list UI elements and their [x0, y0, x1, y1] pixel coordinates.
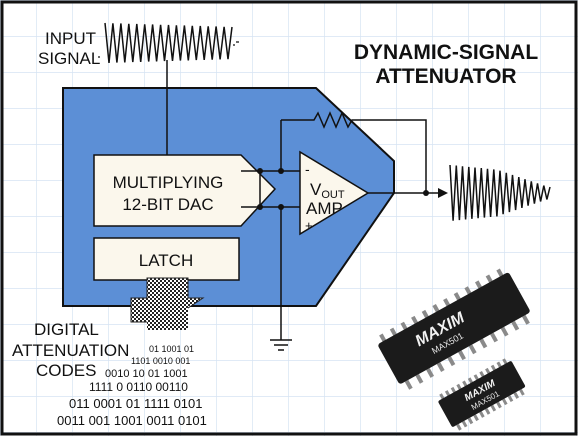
- node-dot: [278, 204, 284, 210]
- code-line-4: 1111 0 0110 00110: [89, 380, 188, 394]
- node-dot: [257, 204, 263, 210]
- code-line-3: 0010 10 01 1001: [105, 368, 188, 380]
- code-line-5: 011 0001 01 1111 0101: [69, 396, 203, 411]
- dac-label-line2: 12-BIT DAC: [122, 195, 213, 214]
- node-dot: [257, 168, 263, 174]
- code-input-arrow-shaft: [147, 306, 188, 330]
- title-line1: DYNAMIC-SIGNAL: [354, 41, 538, 64]
- codes-label-line3: CODES: [36, 361, 96, 380]
- input-label-line2: SIGNAL: [38, 49, 100, 68]
- node-dot: [278, 168, 284, 174]
- codes-label-line2: ATTENUATION: [12, 341, 129, 360]
- title-line2: ATTENUATOR: [375, 65, 516, 88]
- code-line-1: 01 1001 01: [149, 344, 194, 354]
- dac-label-line1: MULTIPLYING: [113, 173, 224, 192]
- input-label-line1: INPUT: [45, 29, 96, 48]
- amp-label: AMP: [306, 199, 343, 218]
- code-line-2: 1101 0010 001: [131, 356, 190, 366]
- latch-label: LATCH: [139, 251, 193, 270]
- amp-v: V: [310, 180, 322, 199]
- code-line-6: 0011 001 1001 0011 0101: [57, 413, 207, 428]
- amp-minus-sign: -: [305, 161, 310, 177]
- amp-plus-sign: +: [305, 218, 313, 233]
- codes-label-line1: DIGITAL: [34, 320, 99, 339]
